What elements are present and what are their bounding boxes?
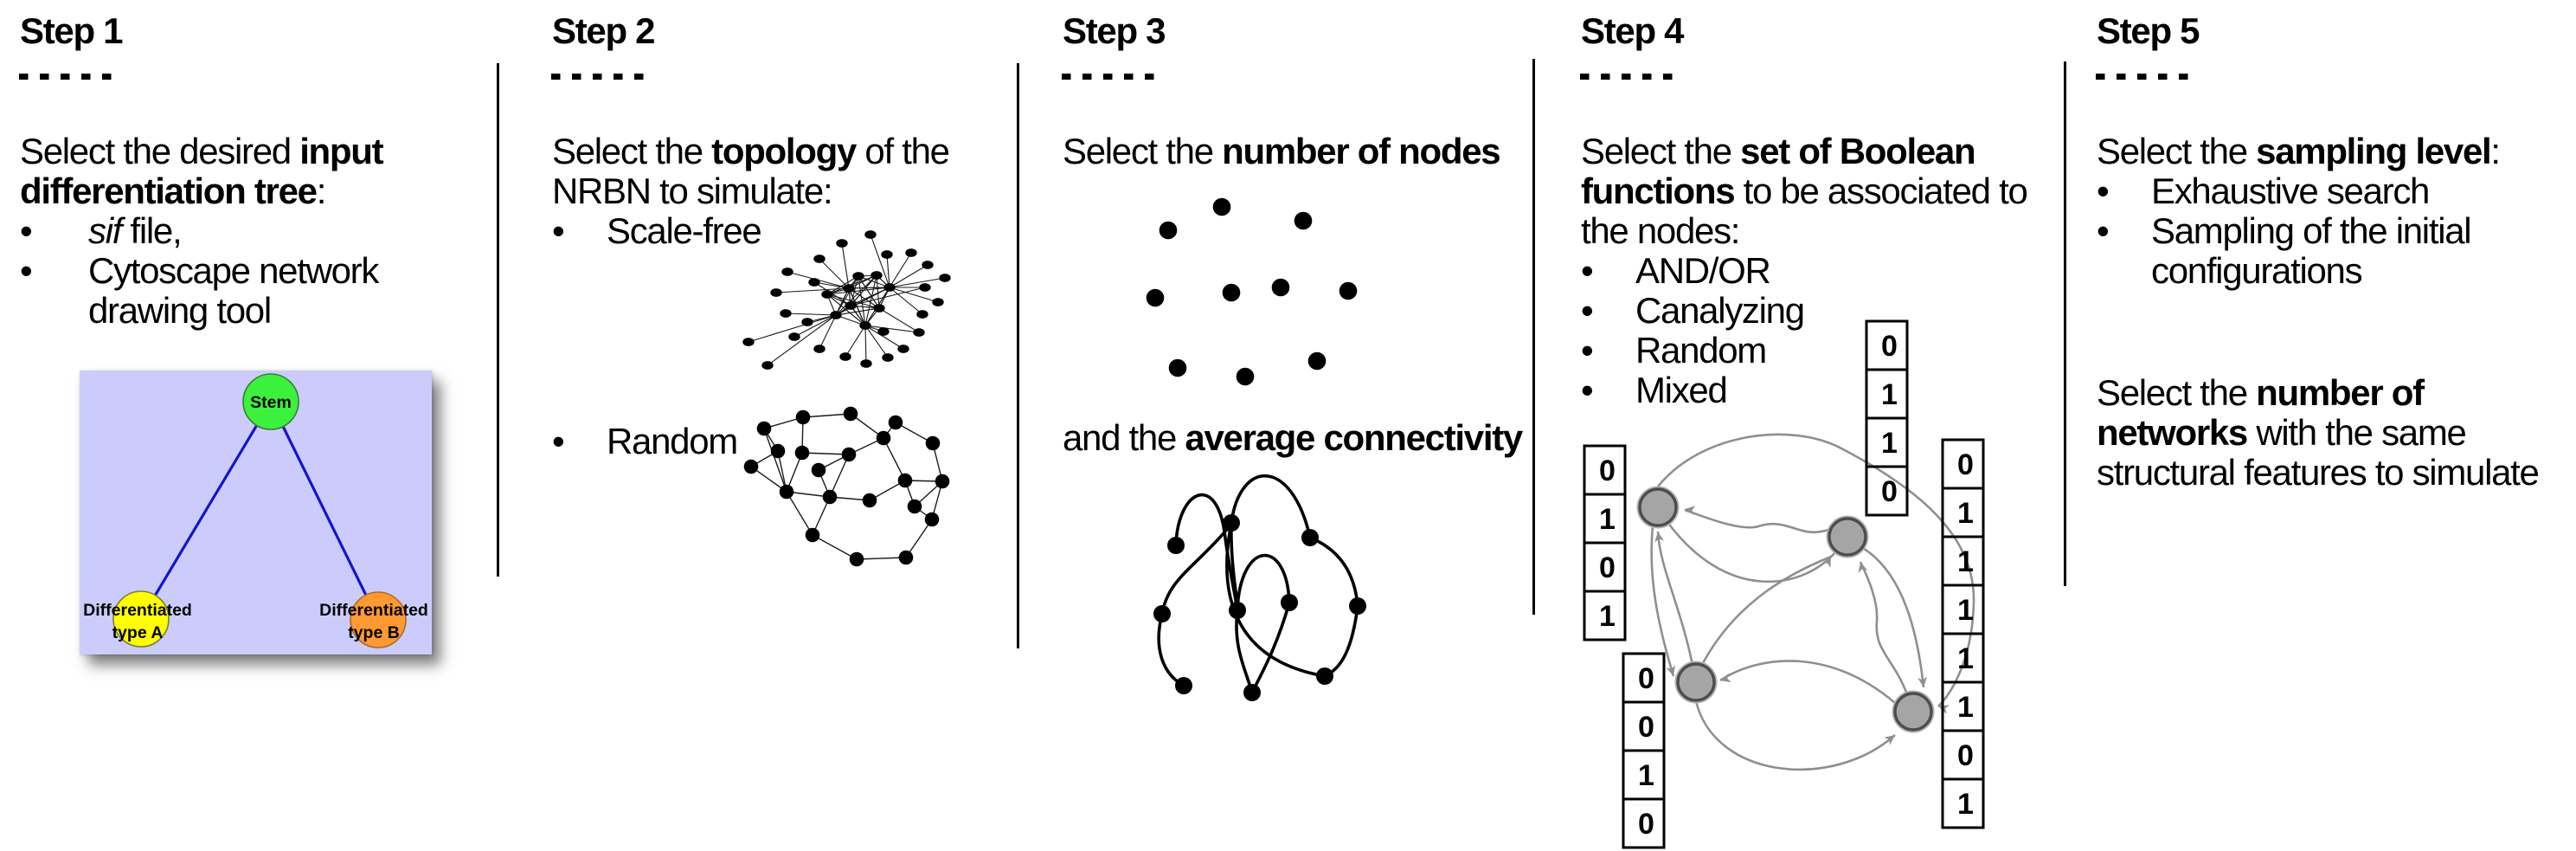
svg-text:0: 0 [1599,455,1616,487]
svg-text:1: 1 [1599,600,1616,633]
svg-text:1: 1 [1957,642,1974,675]
svg-text:1: 1 [1957,691,1974,724]
svg-text:type A: type A [112,623,164,642]
svg-text:0: 0 [1881,330,1898,363]
svg-text:Stem: Stem [250,393,292,412]
svg-text:1: 1 [1957,497,1974,530]
svg-text:0: 0 [1881,475,1898,508]
svg-text:0: 0 [1957,448,1974,481]
svg-text:type B: type B [348,623,400,642]
svg-text:1: 1 [1881,378,1898,411]
svg-text:1: 1 [1881,427,1898,460]
svg-text:1: 1 [1957,545,1974,578]
svg-text:0: 0 [1638,662,1654,695]
svg-text:0: 0 [1599,551,1616,584]
svg-text:1: 1 [1957,594,1974,627]
svg-text:1: 1 [1638,759,1654,792]
svg-text:1: 1 [1957,788,1974,821]
svg-text:0: 0 [1638,808,1654,841]
svg-text:0: 0 [1638,711,1654,744]
svg-text:Differentiated: Differentiated [319,601,428,620]
svg-text:1: 1 [1599,503,1616,536]
svg-text:Differentiated: Differentiated [83,601,192,620]
svg-text:0: 0 [1957,739,1974,772]
